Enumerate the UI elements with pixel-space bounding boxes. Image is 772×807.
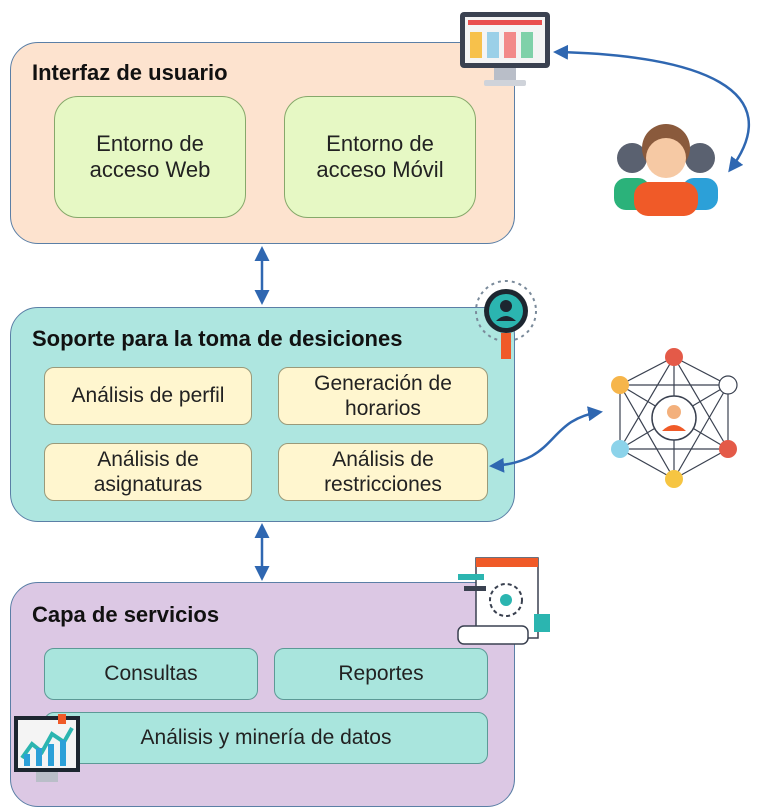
document-gear-icon [457,557,550,645]
data-mining-label: Análisis y minería de datos [140,726,392,750]
services-layer-title: Capa de servicios [32,602,220,627]
dashboard-icon [14,714,80,782]
mobile-access-label: Entorno de acceso Móvil [316,130,444,182]
schedule-generation-box: Generación de horarios [278,367,488,425]
search-person-icon [475,280,537,359]
mobile-access-box: Entorno de acceso Móvil [284,96,476,218]
network-icon [611,348,738,488]
restrictions-analysis-label: Análisis de restricciones [324,447,442,496]
schedule-generation-label: Generación de horarios [314,371,452,420]
users-group-icon [614,124,718,216]
subjects-analysis-box: Análisis de asignaturas [44,443,252,501]
monitor-icon [460,12,550,86]
web-access-label: Entorno de acceso Web [89,130,211,182]
restrictions-analysis-box: Análisis de restricciones [278,443,488,501]
profile-analysis-label: Análisis de perfil [71,384,225,408]
web-access-box: Entorno de acceso Web [54,96,246,218]
users-monitor-connector [553,44,751,173]
reports-box: Reportes [274,648,488,700]
ui-layer-title: Interfaz de usuario [32,60,228,85]
data-mining-box: Análisis y minería de datos [44,712,488,764]
profile-analysis-box: Análisis de perfil [44,367,252,425]
restrictions-network-connector [489,406,603,473]
queries-label: Consultas [104,662,198,686]
reports-label: Reportes [338,662,424,686]
decision-layer-title: Soporte para la toma de desiciones [32,326,403,351]
subjects-analysis-label: Análisis de asignaturas [93,447,203,496]
queries-box: Consultas [44,648,258,700]
